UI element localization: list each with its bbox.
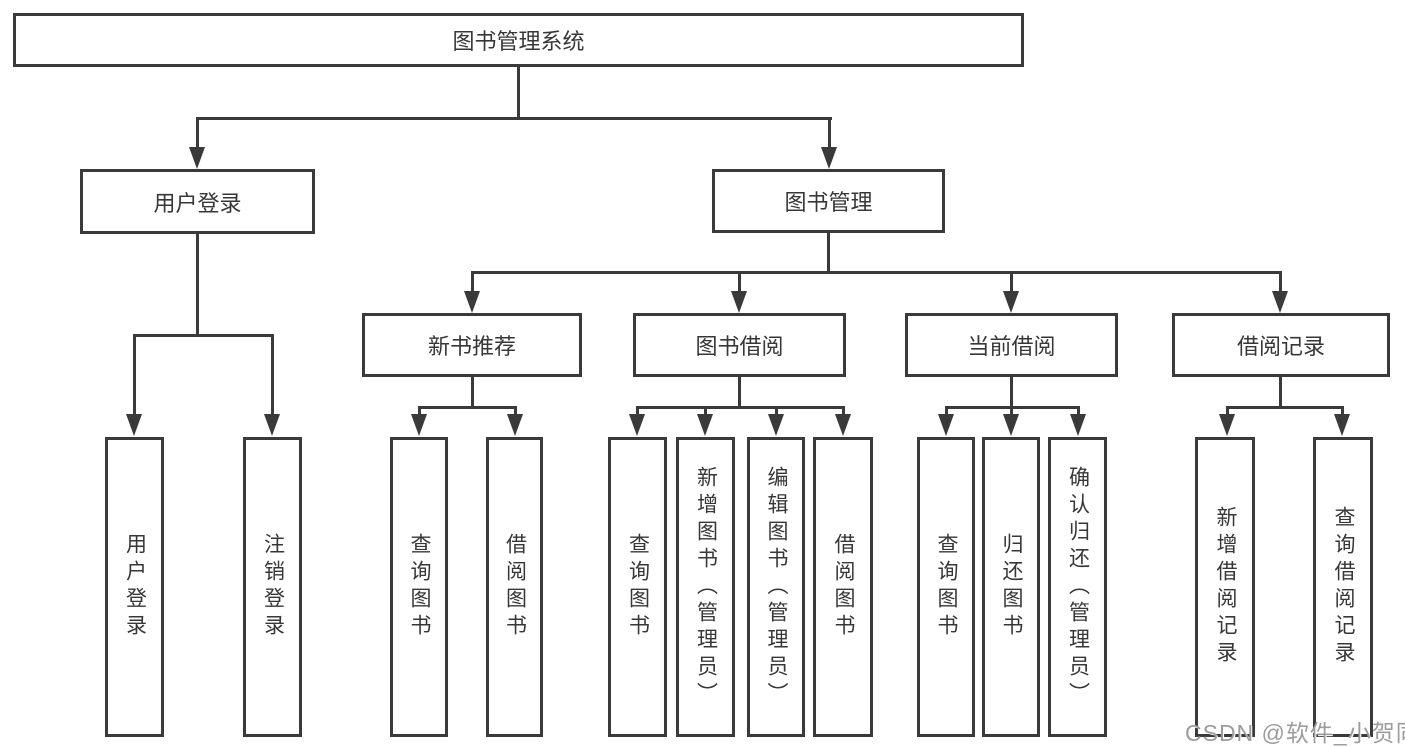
leaf-query-books-borrowing: 查询图书 [608, 437, 667, 737]
connector-to-leaf [704, 406, 707, 416]
arrowhead [1334, 414, 1350, 436]
leaf-query-books-recommend: 查询图书 [390, 437, 448, 737]
connector-to-leaf [1341, 406, 1344, 416]
leaf-confirm-return-admin: 确认归还（管理员） [1048, 437, 1107, 737]
leaf-borrow-books-recommend: 借阅图书 [486, 437, 543, 737]
leaf-label: 注销登录 [261, 533, 285, 641]
leaf-label: 新增图书（管理员） [694, 465, 718, 709]
leaf-label: 查询图书 [408, 533, 432, 641]
node-label: 当前借阅 [967, 334, 1056, 359]
leaf-query-borrow-record: 查询借阅记录 [1313, 437, 1373, 737]
connector-borrowing-records-branch [1226, 406, 1344, 409]
arrowhead [464, 291, 480, 313]
connector-to-new-book-recommendation [471, 271, 474, 293]
connector-book-borrowing-branch [636, 406, 845, 409]
arrowhead [629, 414, 645, 436]
arrowhead [507, 414, 523, 436]
connector-to-leaf [1010, 406, 1013, 416]
connector-to-book-borrowing [738, 271, 741, 293]
node-label: 图书管理系统 [452, 29, 585, 54]
arrowhead [1003, 414, 1019, 436]
node-label: 图书借阅 [695, 334, 784, 359]
leaf-add-borrow-record: 新增借阅记录 [1195, 437, 1255, 737]
connector-root-to-user-login [196, 117, 199, 149]
leaf-label: 借阅图书 [832, 533, 856, 641]
leaf-label: 归还图书 [1000, 533, 1024, 641]
connector-to-leaf-user-login [133, 334, 136, 414]
connector-to-leaf [842, 406, 845, 416]
arrowhead [1219, 414, 1235, 436]
leaf-borrow-books-borrowing: 借阅图书 [813, 437, 873, 737]
node-borrowing-records: 借阅记录 [1172, 313, 1390, 377]
leaf-label: 查询图书 [935, 533, 959, 641]
arrowhead [1003, 291, 1019, 313]
connector-root-branch [196, 117, 832, 120]
leaf-edit-books-admin: 编辑图书（管理员） [747, 437, 805, 737]
arrowhead [1070, 414, 1086, 436]
arrowhead [189, 147, 205, 169]
connector-root-stem [517, 67, 520, 120]
arrowhead [768, 414, 784, 436]
node-book-management: 图书管理 [712, 169, 945, 233]
connector-book-management-branch [471, 271, 1282, 274]
connector-new-book-recommendation-branch [418, 406, 517, 409]
leaf-label: 确认归还（管理员） [1066, 465, 1090, 709]
leaf-label: 查询借阅记录 [1332, 506, 1356, 668]
leaf-label: 新增借阅记录 [1214, 506, 1238, 668]
csdn-watermark: CSDN @软件_小贺同学 [1185, 720, 1405, 746]
arrowhead [821, 147, 837, 169]
connector-to-leaf [1226, 406, 1229, 416]
node-library-management-system: 图书管理系统 [13, 13, 1024, 67]
connector-user-login-stem [196, 233, 199, 336]
connector-current-borrowing-stem [1010, 376, 1013, 409]
arrowhead [1272, 291, 1288, 313]
arrowhead [264, 414, 280, 436]
connector-borrowing-records-stem [1279, 376, 1282, 409]
connector-to-borrowing-records [1279, 271, 1282, 293]
arrowhead [835, 414, 851, 436]
connector-to-leaf [636, 406, 639, 416]
arrowhead [411, 414, 427, 436]
arrowhead [697, 414, 713, 436]
connector-root-to-book-management [828, 117, 831, 149]
node-label: 新书推荐 [427, 334, 516, 359]
node-label: 用户登录 [153, 190, 242, 216]
connector-book-borrowing-stem [738, 376, 741, 409]
leaf-user-login: 用户登录 [105, 437, 164, 737]
connector-book-management-stem [827, 232, 830, 273]
connector-to-current-borrowing [1010, 271, 1013, 293]
node-label: 图书管理 [784, 190, 873, 215]
connector-to-leaf-logout [271, 334, 274, 414]
node-current-borrowing: 当前借阅 [905, 313, 1118, 377]
leaf-label: 借阅图书 [503, 533, 527, 641]
node-label: 借阅记录 [1236, 334, 1325, 359]
connector-new-book-recommendation-stem [471, 376, 474, 409]
arrowhead [938, 414, 954, 436]
connector-to-leaf [775, 406, 778, 416]
leaf-return-books: 归还图书 [982, 437, 1040, 737]
node-book-borrowing: 图书借阅 [633, 313, 846, 377]
connector-user-login-branch [133, 334, 274, 337]
connector-to-leaf [418, 406, 421, 416]
arrowhead [731, 291, 747, 313]
connector-to-leaf [945, 406, 948, 416]
node-user-login: 用户登录 [80, 169, 315, 234]
connector-to-leaf [1077, 406, 1080, 416]
leaf-label: 用户登录 [123, 533, 147, 641]
node-new-book-recommendation: 新书推荐 [362, 313, 582, 377]
leaf-query-books-current: 查询图书 [917, 437, 975, 737]
connector-to-leaf [514, 406, 517, 416]
leaf-logout: 注销登录 [243, 437, 302, 737]
leaf-add-books-admin: 新增图书（管理员） [676, 437, 735, 737]
leaf-label: 查询图书 [626, 533, 650, 641]
arrowhead [126, 414, 142, 436]
leaf-label: 编辑图书（管理员） [765, 465, 789, 709]
